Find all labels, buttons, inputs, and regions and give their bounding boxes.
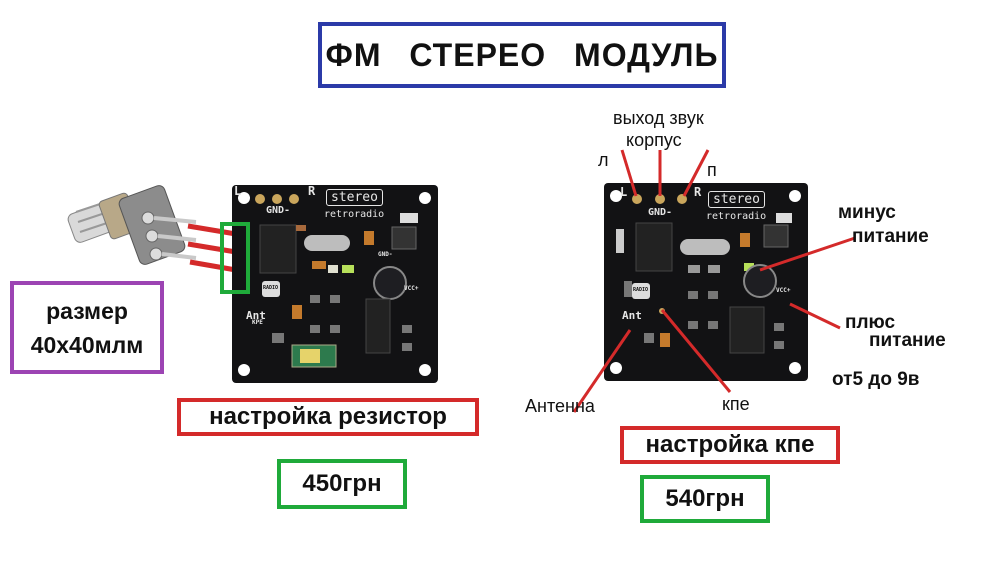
silk-vcc: VCC+ xyxy=(404,285,419,292)
silk-radio: RADIO xyxy=(633,287,649,293)
right-price-box: 540грн xyxy=(640,475,770,523)
size-line-2: 40x40млм xyxy=(30,331,144,358)
left-price: 450грн xyxy=(302,470,382,497)
silk-stereo: stereo xyxy=(326,189,383,206)
potentiometer-header-highlight xyxy=(220,222,250,294)
right-pcb-components xyxy=(610,190,801,374)
silk-l: L xyxy=(234,184,242,198)
silk-ant: Ant xyxy=(622,309,642,322)
silk-r: R xyxy=(308,184,316,198)
label-ground: корпус xyxy=(626,130,682,150)
label-minus-2: питание xyxy=(852,226,929,247)
right-caption: настройка кпе xyxy=(645,431,815,458)
label-minus-1: минус xyxy=(838,202,896,223)
silk-radio: RADIO xyxy=(263,285,279,291)
label-voltage: от5 до 9в xyxy=(832,369,920,390)
right-module-pcb: L R GND- stereo retroradio VCC+ RADIO An… xyxy=(604,183,808,381)
label-audio-out: выход звук xyxy=(613,108,704,128)
label-plus-1: плюс xyxy=(845,312,896,333)
mounting-hole xyxy=(419,192,431,204)
mounting-hole xyxy=(238,192,250,204)
silk-brand: retroradio xyxy=(706,211,767,222)
size-line-1: размер xyxy=(46,297,128,324)
size-box: размер 40x40млм xyxy=(10,281,164,374)
label-right-channel: п xyxy=(707,160,717,180)
silk-ant: Ant xyxy=(246,309,266,322)
left-pcb-components xyxy=(238,192,431,376)
mounting-hole xyxy=(238,364,250,376)
label-plus-2: питание xyxy=(869,330,946,351)
left-caption-box: настройка резистор xyxy=(177,398,479,436)
silk-gnd: GND- xyxy=(648,207,673,218)
silk-l: L xyxy=(620,185,628,199)
potentiometer-icon xyxy=(67,185,197,265)
mounting-hole xyxy=(419,364,431,376)
silk-r: R xyxy=(694,185,702,199)
left-price-box: 450грн xyxy=(277,459,407,509)
right-caption-box: настройка кпе xyxy=(620,426,840,464)
left-module-pcb: L R GND- stereo retroradio GND- VCC+ RAD… xyxy=(232,184,438,383)
right-price: 540грн xyxy=(665,485,745,512)
silk-gnd-2: GND- xyxy=(378,251,393,258)
silk-stereo: stereo xyxy=(708,191,765,208)
label-left-channel: л xyxy=(598,150,609,170)
silk-vcc: VCC+ xyxy=(776,287,791,294)
label-antenna: Антенна xyxy=(525,396,595,416)
silk-kpe: KPE xyxy=(252,319,263,326)
page-title: ФМ СТЕРЕО МОДУЛЬ xyxy=(325,36,719,73)
silk-brand: retroradio xyxy=(324,209,385,220)
silk-gnd: GND- xyxy=(266,205,291,216)
title-box: ФМ СТЕРЕО МОДУЛЬ xyxy=(318,22,726,88)
label-kpe: кпе xyxy=(722,394,750,414)
left-caption: настройка резистор xyxy=(209,403,447,430)
